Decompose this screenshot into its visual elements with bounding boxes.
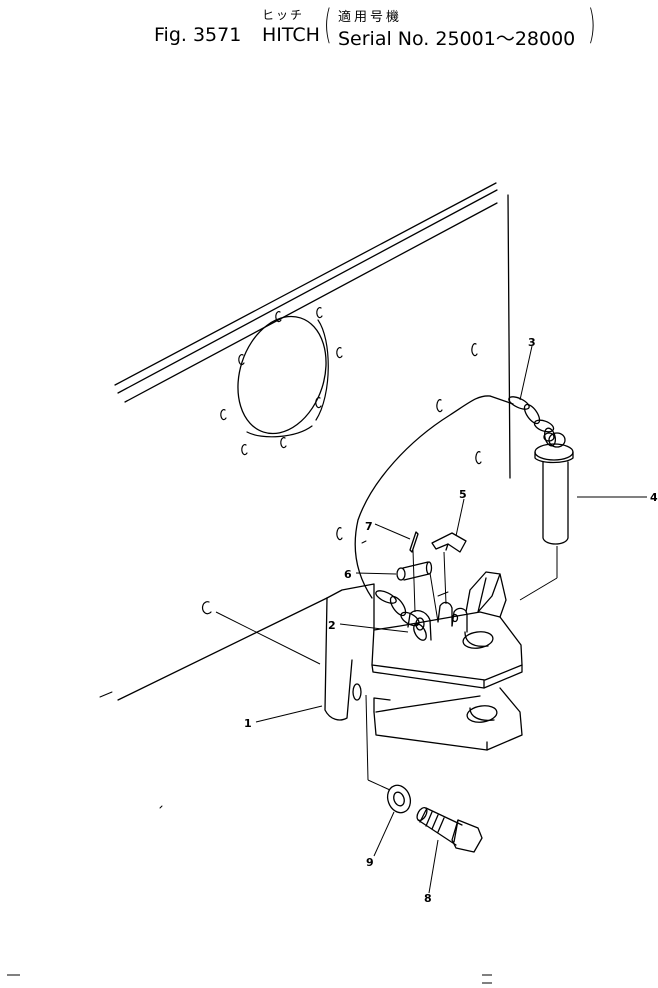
figure-header: Fig. 3571 ヒッチ HITCH ( 適用号機 Serial No. 25… [0, 0, 658, 60]
callout-4: 4 [650, 491, 658, 504]
spring-clip [431, 532, 467, 553]
hitch-bracket [324, 571, 523, 751]
title-english: HITCH [262, 24, 320, 46]
serial-label-japanese: 適用号機 [338, 10, 403, 25]
callout-9: 9 [366, 856, 374, 869]
callout-2: 2 [328, 619, 336, 632]
callout-7: 7 [365, 520, 373, 533]
callout-3: 3 [528, 336, 536, 349]
frame-opening [237, 315, 329, 438]
clevis-pin [396, 561, 433, 581]
close-bracket: ) [587, 2, 596, 48]
leader-lines [215, 345, 647, 894]
chain-links-upper [508, 396, 566, 448]
cotter-pin [409, 531, 419, 553]
open-bracket: ( [323, 2, 332, 48]
figure-number: Fig. 3571 [154, 24, 242, 46]
hitch-pin [534, 432, 574, 545]
chain-links-lower [375, 590, 427, 641]
frame-bolt-holes [201, 307, 482, 615]
callout-labels: 1 2 3 4 5 6 7 8 9 [244, 336, 658, 905]
callout-6: 6 [344, 568, 352, 581]
bolt [416, 806, 483, 853]
chain-leash [354, 395, 514, 599]
washer [386, 784, 412, 814]
callout-1: 1 [244, 717, 252, 730]
frame-plate [99, 182, 511, 809]
bracket-lugs [407, 601, 468, 641]
callout-8: 8 [424, 892, 432, 905]
callout-5: 5 [459, 488, 467, 501]
page-marks [7, 974, 492, 984]
title-japanese: ヒッチ [262, 8, 305, 22]
serial-range: Serial No. 25001～28000 [338, 28, 576, 50]
